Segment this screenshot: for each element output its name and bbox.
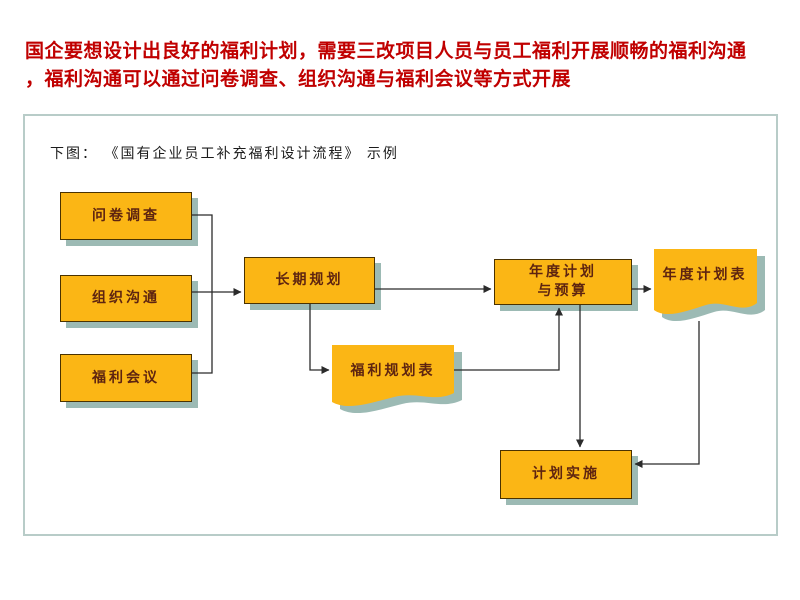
connector-longterm-to-welfare-table [309, 304, 330, 374]
connector-survey-to-junction [192, 214, 213, 292]
node-welfare-planning-table: 福利规划表 [332, 345, 464, 420]
node-label: 福利会议 [92, 369, 160, 386]
document-body [654, 249, 757, 315]
node-label: 组织沟通 [92, 290, 160, 306]
diagram-panel: 下图： 《国有企业员工补充福利设计流程》 示例 问卷调查 组织沟通 福利会议 长… [23, 114, 778, 536]
node-organizational-communication: 组织沟通 [60, 275, 192, 322]
document-shape [654, 249, 765, 322]
document-shape [332, 345, 462, 414]
node-annual-plan-table: 年度计划表 [654, 249, 766, 329]
node-welfare-meeting: 福利会议 [60, 354, 192, 402]
page-title-line2: ，福利沟通可以通过问卷调查、组织沟通与福利会议等方式开展 [25, 69, 572, 90]
panel-caption: 下图： 《国有企业员工补充福利设计流程》 示例 [50, 146, 399, 162]
node-long-term-planning: 长期规划 [244, 257, 375, 304]
node-plan-implementation: 计划实施 [500, 450, 632, 499]
node-label: 年度计划表 [662, 266, 748, 283]
page-title-line1: 国企要想设计出良好的福利计划，需要三改项目人员与员工福利开展顺畅的福利沟通 [25, 41, 747, 62]
node-label: 问卷调查 [92, 207, 160, 224]
node-label: 年度计划 与预算 [529, 264, 597, 299]
document-body [332, 345, 454, 407]
node-questionnaire-survey: 问卷调查 [60, 192, 192, 240]
node-label: 福利规划表 [350, 362, 436, 379]
node-annual-plan-and-budget: 年度计划 与预算 [494, 259, 632, 305]
page-title: 国企要想设计出良好的福利计划，需要三改项目人员与员工福利开展顺畅的福利沟通 ，福… [25, 38, 785, 94]
connector-meeting-to-junction [192, 292, 213, 374]
connector-welfare-table-to-annual [454, 307, 563, 371]
node-label: 长期规划 [275, 272, 344, 288]
node-label: 计划实施 [532, 466, 600, 482]
connector-annual-table-to-implementation [634, 321, 700, 468]
